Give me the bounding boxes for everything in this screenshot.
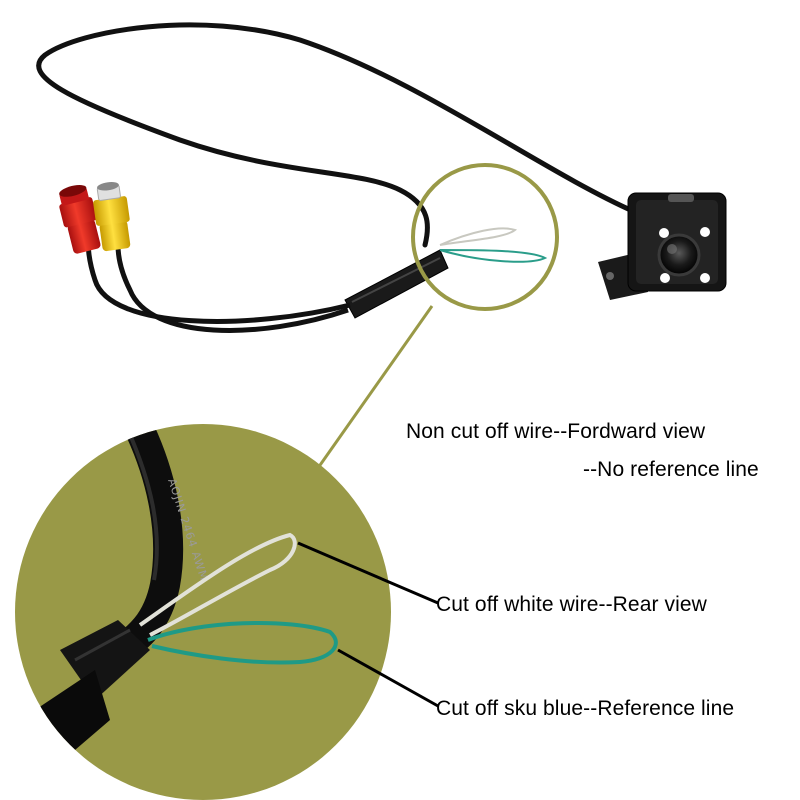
no-reference-line-label: --No reference line — [583, 458, 759, 481]
blue-wire-pointer — [337, 648, 439, 708]
white-wire-pointer — [297, 541, 439, 605]
white-wire-cut-label: Cut off white wire--Rear view — [436, 593, 707, 616]
rca-cable-2 — [85, 239, 351, 324]
backup-camera — [598, 192, 727, 300]
zoom-connector — [316, 305, 434, 469]
camera-cable — [36, 22, 638, 248]
yellow-rca-plug — [93, 182, 131, 252]
large-zoom-circle — [15, 424, 391, 800]
non-cut-wire-label: Non cut off wire--Fordward view — [406, 420, 706, 443]
zoomed-cable — [95, 424, 184, 670]
zoomed-blue-wire — [147, 620, 338, 665]
zoomed-white-wire — [138, 532, 297, 637]
small-blue-wire — [439, 249, 548, 263]
blue-wire-cut-label: Cut off sku blue--Reference line — [436, 697, 735, 720]
small-white-wire — [439, 227, 518, 246]
red-rca-plug — [59, 184, 101, 254]
small-zoom-circle — [411, 163, 559, 311]
